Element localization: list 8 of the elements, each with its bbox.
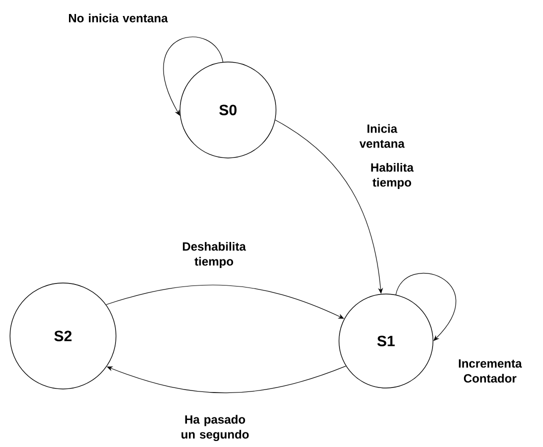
edge-label: Ha pasado un segundo [182,414,249,442]
edge-label: Inicia ventana [359,124,405,148]
edge-label: Incrementa Contador [458,359,522,383]
arrow [396,272,456,341]
arrow [163,36,224,116]
output-label: Habilita tiempo [371,162,414,190]
edge-label: Deshabilita tiempo [182,242,246,268]
edge-label: No inicia ventana [68,14,168,22]
